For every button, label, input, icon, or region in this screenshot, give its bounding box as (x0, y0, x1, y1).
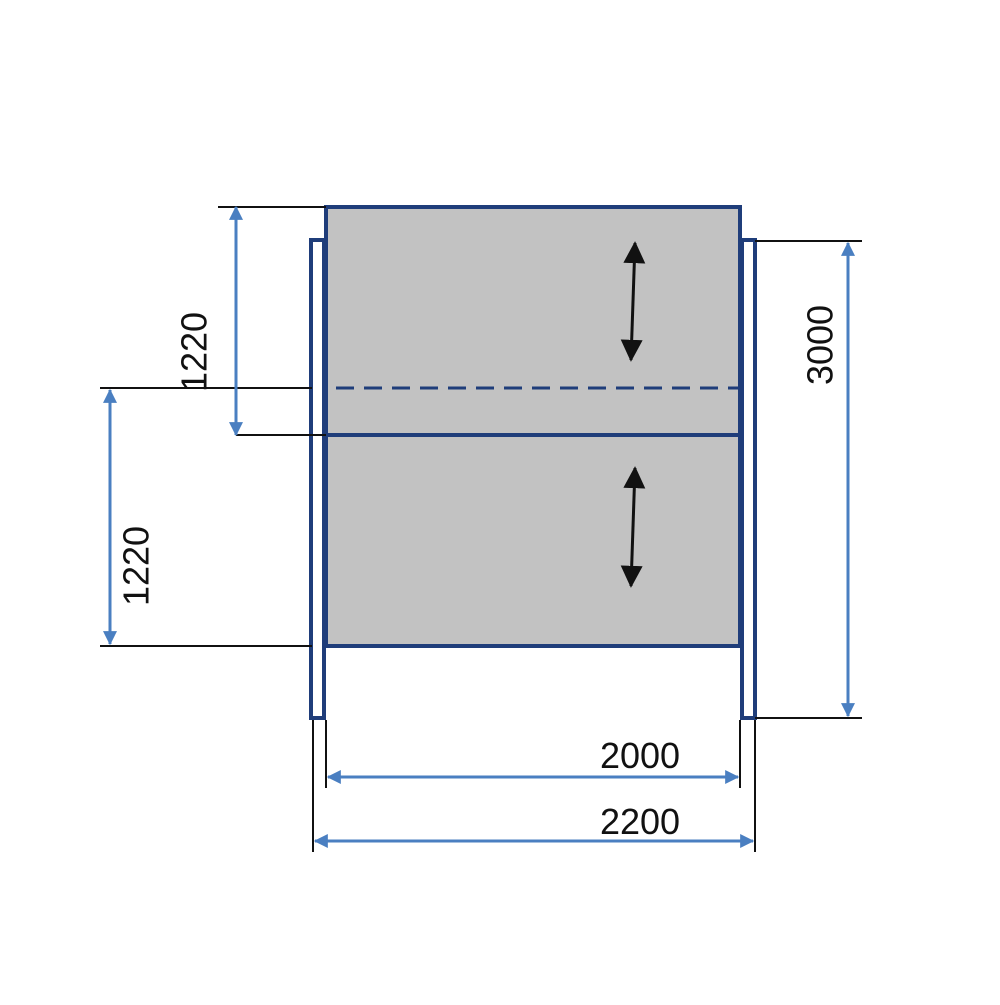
label-top-panel-height: 1220 (174, 312, 215, 392)
label-panel-width: 2000 (600, 735, 680, 776)
bottom-panel (324, 433, 742, 648)
label-bottom-panel-height: 1220 (116, 526, 157, 606)
right-post (740, 238, 757, 720)
motion-arrow-upper-icon (620, 241, 646, 362)
label-total-height: 3000 (800, 305, 841, 385)
left-post (309, 238, 326, 720)
leader-lines (100, 206, 862, 852)
top-panel (324, 205, 742, 437)
motion-arrow-lower-icon (620, 466, 646, 588)
label-total-width: 2200 (600, 801, 680, 842)
